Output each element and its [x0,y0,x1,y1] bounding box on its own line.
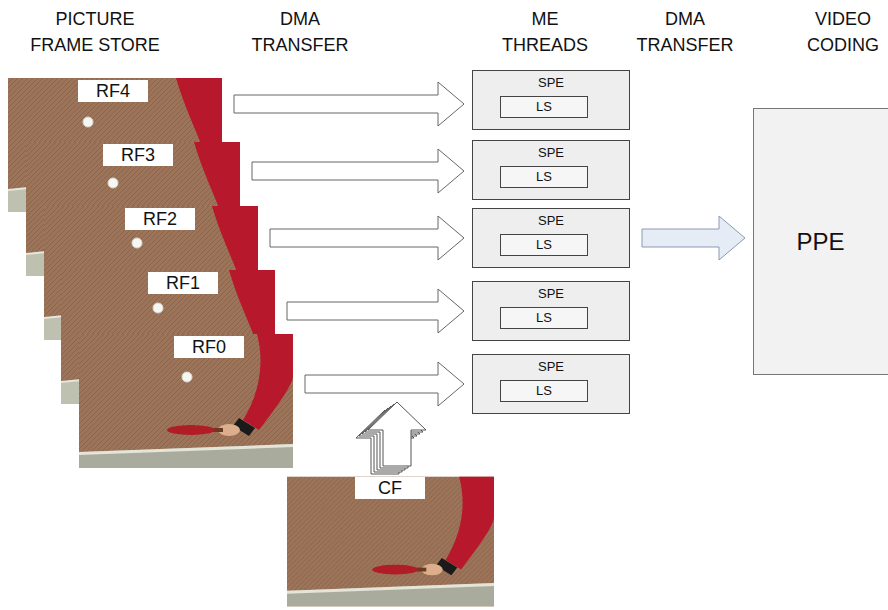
frame-label: CF [355,477,425,499]
column-heading: ME THREADS [500,6,590,58]
local-store-box: LS [500,166,588,188]
spe-label: SPE [473,359,629,375]
local-store-box: LS [500,380,588,402]
column-heading: VIDEO CODING [803,6,883,58]
ls-label: LS [536,235,552,255]
spe-box: SPE LS [472,140,630,200]
ls-label: LS [536,381,552,401]
spe-label: SPE [473,213,629,229]
frame-label: RF4 [78,80,148,102]
ppe-label: PPE [796,228,844,256]
frame-label: RF3 [103,144,173,166]
spe-box: SPE LS [472,354,630,414]
dma-arrow [642,216,745,260]
column-heading: PICTURE FRAME STORE [25,6,165,58]
ls-label: LS [536,97,552,117]
spe-box: SPE LS [472,281,630,341]
local-store-box: LS [500,96,588,118]
column-heading: DMA TRANSFER [248,6,352,58]
frame-label: RF1 [148,272,218,294]
spe-label: SPE [473,75,629,91]
ls-label: LS [536,167,552,187]
local-store-box: LS [500,307,588,329]
ppe-box: PPE [753,108,888,375]
spe-label: SPE [473,145,629,161]
column-heading: DMA TRANSFER [633,6,737,58]
spe-label: SPE [473,286,629,302]
video-frame: RF0 [79,334,293,468]
stacked-up-arrow [356,402,426,474]
local-store-box: LS [500,234,588,256]
dma-arrow [305,362,464,406]
spe-box: SPE LS [472,70,630,130]
dma-arrow [287,289,464,333]
dma-arrow [270,216,464,260]
frame-label: RF0 [174,336,244,358]
spe-box: SPE LS [472,208,630,268]
video-frame: CF [287,475,494,608]
dma-arrow [252,149,464,193]
frame-label: RF2 [125,208,195,230]
ls-label: LS [536,308,552,328]
dma-arrow [234,82,464,126]
